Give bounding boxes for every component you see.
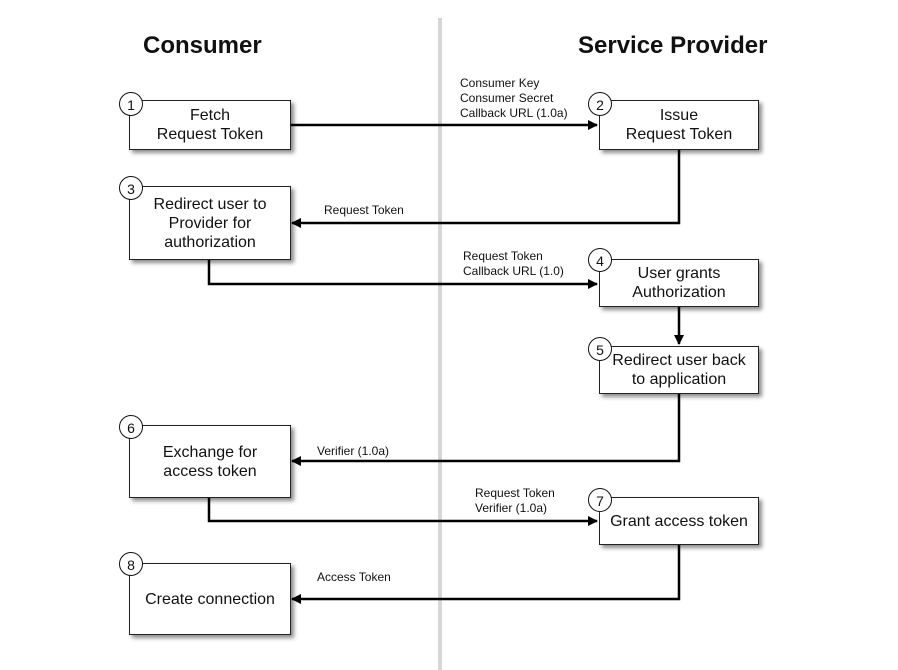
arrow-5-to-6 — [291, 394, 681, 466]
step-1-box: Fetch Request Token — [129, 100, 291, 150]
step-6-number: 6 — [119, 415, 143, 439]
label-6-to-7: Request Token Verifier (1.0a) — [475, 486, 555, 515]
arrow-3-to-4 — [207, 260, 598, 289]
step-6-box: Exchange for access token — [129, 425, 291, 498]
step-7-number: 7 — [588, 488, 612, 512]
service-provider-heading: Service Provider — [578, 32, 768, 59]
step-4-number: 4 — [588, 248, 612, 272]
step-3-box: Redirect user to Provider for authorizat… — [129, 186, 291, 260]
label-3-to-4: Request Token Callback URL (1.0) — [463, 249, 564, 278]
step-4-box: User grants Authorization — [599, 259, 759, 307]
step-8-box: Create connection — [129, 563, 291, 635]
consumer-heading: Consumer — [143, 32, 262, 59]
label-5-to-6: Verifier (1.0a) — [317, 444, 390, 458]
step-5-box: Redirect user back to application — [599, 346, 759, 394]
step-7-box: Grant access token — [599, 497, 759, 545]
column-divider — [438, 18, 442, 670]
arrow-7-to-8 — [291, 545, 681, 604]
step-1-number: 1 — [119, 92, 143, 116]
step-5-number: 5 — [588, 337, 612, 361]
arrow-6-to-7 — [207, 498, 598, 526]
arrow-2-to-3 — [291, 150, 681, 228]
label-7-to-8: Access Token — [317, 570, 391, 584]
label-2-to-3: Request Token — [324, 203, 404, 217]
label-1-to-2: Consumer Key Consumer Secret Callback UR… — [460, 76, 568, 120]
step-2-number: 2 — [588, 92, 612, 116]
step-8-number: 8 — [119, 552, 143, 576]
step-2-box: Issue Request Token — [599, 100, 759, 150]
step-3-number: 3 — [119, 176, 143, 200]
